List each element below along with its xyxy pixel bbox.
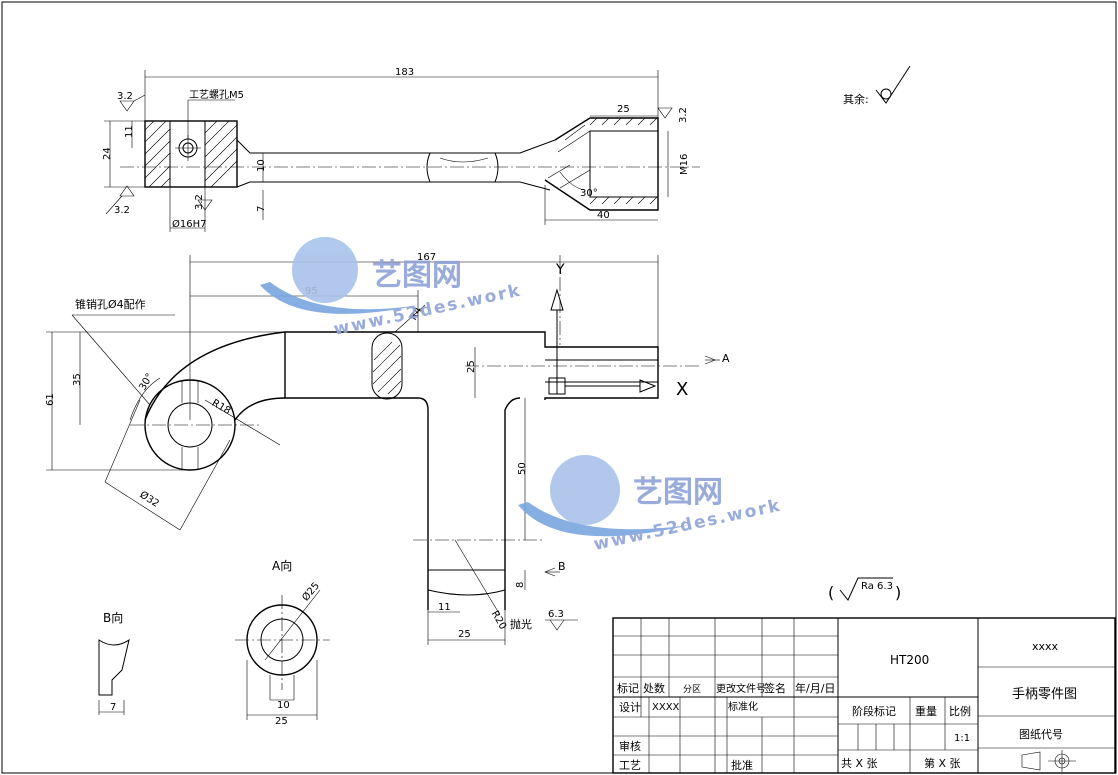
dim-10: 10 [256, 159, 267, 172]
dim-30-top: 30° [580, 188, 598, 199]
dim-8: 8 [515, 582, 526, 588]
tb-col-change-doc: 更改文件号 [716, 682, 766, 695]
section-arrow-a: A [722, 352, 730, 365]
tb-approve: 批准 [731, 758, 753, 772]
tb-scale-value: 1:1 [954, 733, 970, 744]
tb-scale: 比例 [949, 704, 971, 718]
note-global-ra: Ra 6.3 [861, 581, 893, 592]
view-a-dim-10: 10 [277, 700, 290, 711]
dim-24: 24 [102, 147, 113, 160]
note-taper-pin: 锥销孔Ø4配作 [75, 297, 146, 311]
tb-col-mark: 标记 [617, 681, 639, 695]
dim-bore-16h7: Ø16H7 [172, 218, 206, 230]
view-b-title: B向 [103, 610, 123, 625]
tb-sheets-total: 共 X 张 [841, 757, 878, 770]
ra-3.2-top-left: 3.2 [117, 91, 133, 102]
tb-review: 审核 [619, 739, 641, 753]
dim-167: 167 [417, 252, 436, 263]
view-a-dim-25: 25 [275, 716, 288, 727]
tb-col-count: 处数 [643, 682, 665, 695]
top-view: 183 25 3.2 M16 30° 40 24 11 10 7 3.2 [102, 67, 700, 232]
dim-35: 35 [72, 373, 83, 386]
note-process-hole: 工艺螺孔M5 [189, 89, 244, 101]
dim-7: 7 [256, 206, 267, 212]
tb-col-date: 年/月/日 [795, 681, 835, 695]
note-rest-surface: 其余: [843, 92, 869, 106]
ra-3.2-bore: 3.2 [194, 194, 205, 210]
watermark-1: 艺图网 www.52des.work [260, 237, 523, 340]
tb-col-zone: 分区 [683, 684, 701, 695]
note-polish: 抛光 [510, 617, 532, 631]
dim-25-bottom: 25 [458, 629, 471, 640]
note-paren-close: ) [895, 583, 901, 602]
tb-standardize: 标准化 [728, 700, 758, 713]
tb-col-sign: 签名 [764, 681, 786, 695]
roughness-notes: 其余: ( Ra 6.3 ) [828, 65, 911, 602]
dim-40: 40 [597, 210, 610, 221]
dim-30-boss: 30° [137, 372, 155, 393]
watermark-brand-1: 艺图网 [372, 258, 462, 293]
tb-drawing-name: 手柄零件图 [1012, 687, 1077, 702]
tb-org: xxxx [1032, 640, 1059, 653]
dim-dia-32: Ø32 [137, 489, 161, 510]
dim-183: 183 [395, 67, 414, 78]
dim-25-hole: 25 [617, 104, 630, 115]
view-a-title: A向 [272, 558, 292, 573]
ra-3.2-bottom-left: 3.2 [114, 205, 130, 216]
dim-11-bottom: 11 [438, 602, 451, 613]
view-a: A向 10 25 Ø25 [235, 558, 330, 727]
dim-50: 50 [517, 462, 528, 475]
title-block: 标记 处数 分区 更改文件号 签名 年/月/日 设计 XXXX 标准化 审核 工… [612, 617, 1116, 774]
tb-material: HT200 [890, 653, 929, 667]
axis-x: X [676, 379, 688, 400]
dim-m16: M16 [679, 154, 690, 175]
dim-61: 61 [45, 393, 56, 406]
note-paren-open: ( [828, 583, 834, 602]
dim-25-right: 25 [466, 360, 477, 373]
section-arrow-b: B [558, 560, 566, 573]
axis-y: Y [555, 262, 565, 278]
tb-stage-mark: 阶段标记 [852, 704, 896, 718]
tb-design-name: XXXX [652, 702, 680, 713]
watermark-2: 艺图网 www.52des.work [518, 455, 783, 555]
view-b: B向 7 [98, 610, 130, 715]
ra-3.2-right: 3.2 [678, 107, 689, 123]
watermark-brand-2: 艺图网 [633, 475, 723, 510]
view-b-dim-7: 7 [110, 702, 116, 713]
dim-11: 11 [124, 125, 135, 138]
ra-6.3-local: 6.3 [548, 609, 564, 620]
tb-process: 工艺 [619, 759, 641, 772]
tb-sheet-no: 第 X 张 [924, 756, 961, 770]
tb-design: 设计 [619, 701, 641, 714]
tb-drawing-code: 图纸代号 [1019, 728, 1063, 741]
tb-weight: 重量 [915, 704, 937, 718]
